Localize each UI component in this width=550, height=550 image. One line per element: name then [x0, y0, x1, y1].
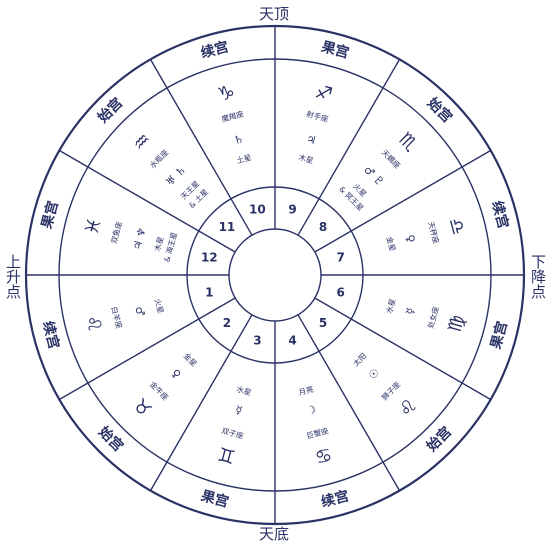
planet-icon: ♃: [305, 132, 318, 147]
quadrant-label: 续宫: [199, 38, 230, 62]
house-number: 3: [253, 334, 261, 348]
planet-icon: ♄: [232, 132, 245, 147]
cusp-line: [297, 314, 401, 491]
zodiac-sign-name: 射手座: [305, 108, 330, 124]
house-number: 7: [337, 250, 345, 264]
house-number: 4: [288, 334, 296, 348]
axis-label-ascendant-text: 上升点: [4, 254, 22, 299]
planet-icon: ♃ ♆: [130, 226, 149, 252]
planet-name: 水星: [236, 384, 254, 398]
house-number: 6: [337, 286, 345, 300]
zodiac-sign-icon: ♊: [215, 444, 237, 470]
zodiac-sign-icon: ♍: [444, 313, 470, 335]
house-number: 5: [319, 316, 327, 330]
zodiac-sign-name: 巨蟹座: [305, 425, 330, 441]
axis-label-descendant-text: 下降点: [529, 254, 547, 299]
planet-icon: ♅ ♄: [163, 163, 189, 189]
axis-label-ascendant: 上升点: [4, 254, 22, 302]
zodiac-sign-name: 天秤座: [426, 220, 442, 245]
planet-icon: ☿: [234, 403, 244, 417]
cusp-line: [149, 59, 253, 236]
cusp-line: [59, 297, 236, 401]
zodiac-sign-icon: ♎: [444, 215, 470, 237]
zodiac-sign-name: 处女座: [425, 305, 441, 330]
planet-name: 月亮: [297, 384, 315, 398]
cusp-line: [297, 59, 401, 236]
quadrant-label: 续宫: [488, 199, 512, 230]
zodiac-sign-name: 白羊座: [109, 305, 125, 330]
axis-label-descendant: 下降点: [529, 254, 547, 302]
planet-icon: ☉: [366, 366, 382, 382]
house-number: 9: [288, 202, 296, 216]
planet-name: 火星: [153, 298, 166, 315]
zodiac-sign-name: 双子座: [221, 425, 246, 441]
planet-icon: ♂: [132, 305, 147, 318]
planet-name: 木星: [298, 152, 316, 166]
house-number: 2: [223, 316, 231, 330]
quadrant-label: 果宫: [487, 319, 511, 351]
zodiac-sign-name: 水瓶座: [147, 147, 170, 170]
planet-icon: ♀: [403, 233, 418, 244]
house-number: 10: [249, 202, 266, 216]
zodiac-sign-name: 狮子座: [379, 379, 402, 402]
zodiac-sign-icon: ♉: [128, 394, 156, 422]
zodiac-sign-name: 天蝎座: [380, 147, 403, 170]
zodiac-sign-name: 魔羯座: [220, 108, 245, 124]
planet-name-secondary: & 海王星: [161, 230, 179, 263]
cusp-line: [314, 149, 491, 253]
center-hub: [228, 228, 322, 322]
quadrant-label: 果宫: [198, 487, 230, 511]
zodiac-sign-name: 金牛座: [148, 379, 171, 402]
planet-name: 木星: [152, 235, 166, 253]
quadrant-label: 果宫: [319, 38, 351, 62]
planet-name: 太阳: [351, 351, 369, 369]
planet-icon: ☿: [403, 306, 417, 316]
zodiac-sign-icon: ♒: [128, 128, 156, 156]
planet-name: 土星: [235, 152, 253, 166]
cusp-line: [59, 149, 236, 253]
planet-icon: ♂ ♇: [361, 163, 387, 189]
quadrant-label: 续宫: [319, 487, 350, 511]
house-cusp-lines: [26, 26, 524, 524]
planet-name: 金星: [385, 235, 399, 253]
cusp-line: [314, 297, 491, 401]
quadrant-label: 果宫: [38, 199, 62, 231]
house-number: 12: [201, 250, 218, 264]
zodiac-sign-icon: ♌: [81, 313, 107, 335]
zodiac-sign-icon: ♓: [81, 215, 107, 237]
axis-label-imum-coeli: 天底: [259, 525, 290, 543]
axis-label-midheaven: 天顶: [259, 5, 290, 23]
planet-icon: ☽: [305, 403, 318, 418]
planet-name: 水星: [384, 297, 398, 315]
cusp-line: [149, 314, 253, 491]
house-number: 11: [219, 220, 236, 234]
quadrant-label: 续宫: [39, 319, 63, 350]
zodiac-sign-icon: ♏: [394, 128, 422, 156]
house-number: 1: [205, 286, 213, 300]
zodiac-sign-icon: ♐: [313, 81, 335, 107]
zodiac-sign-icon: ♑: [215, 81, 237, 107]
zodiac-sign-icon: ♋: [313, 444, 335, 470]
planet-icon: ♀: [169, 367, 184, 382]
zodiac-sign-icon: ♌: [394, 394, 422, 422]
planet-name: 金星: [182, 351, 200, 369]
house-number: 8: [319, 220, 327, 234]
zodiac-sign-name: 双鱼座: [108, 220, 124, 245]
